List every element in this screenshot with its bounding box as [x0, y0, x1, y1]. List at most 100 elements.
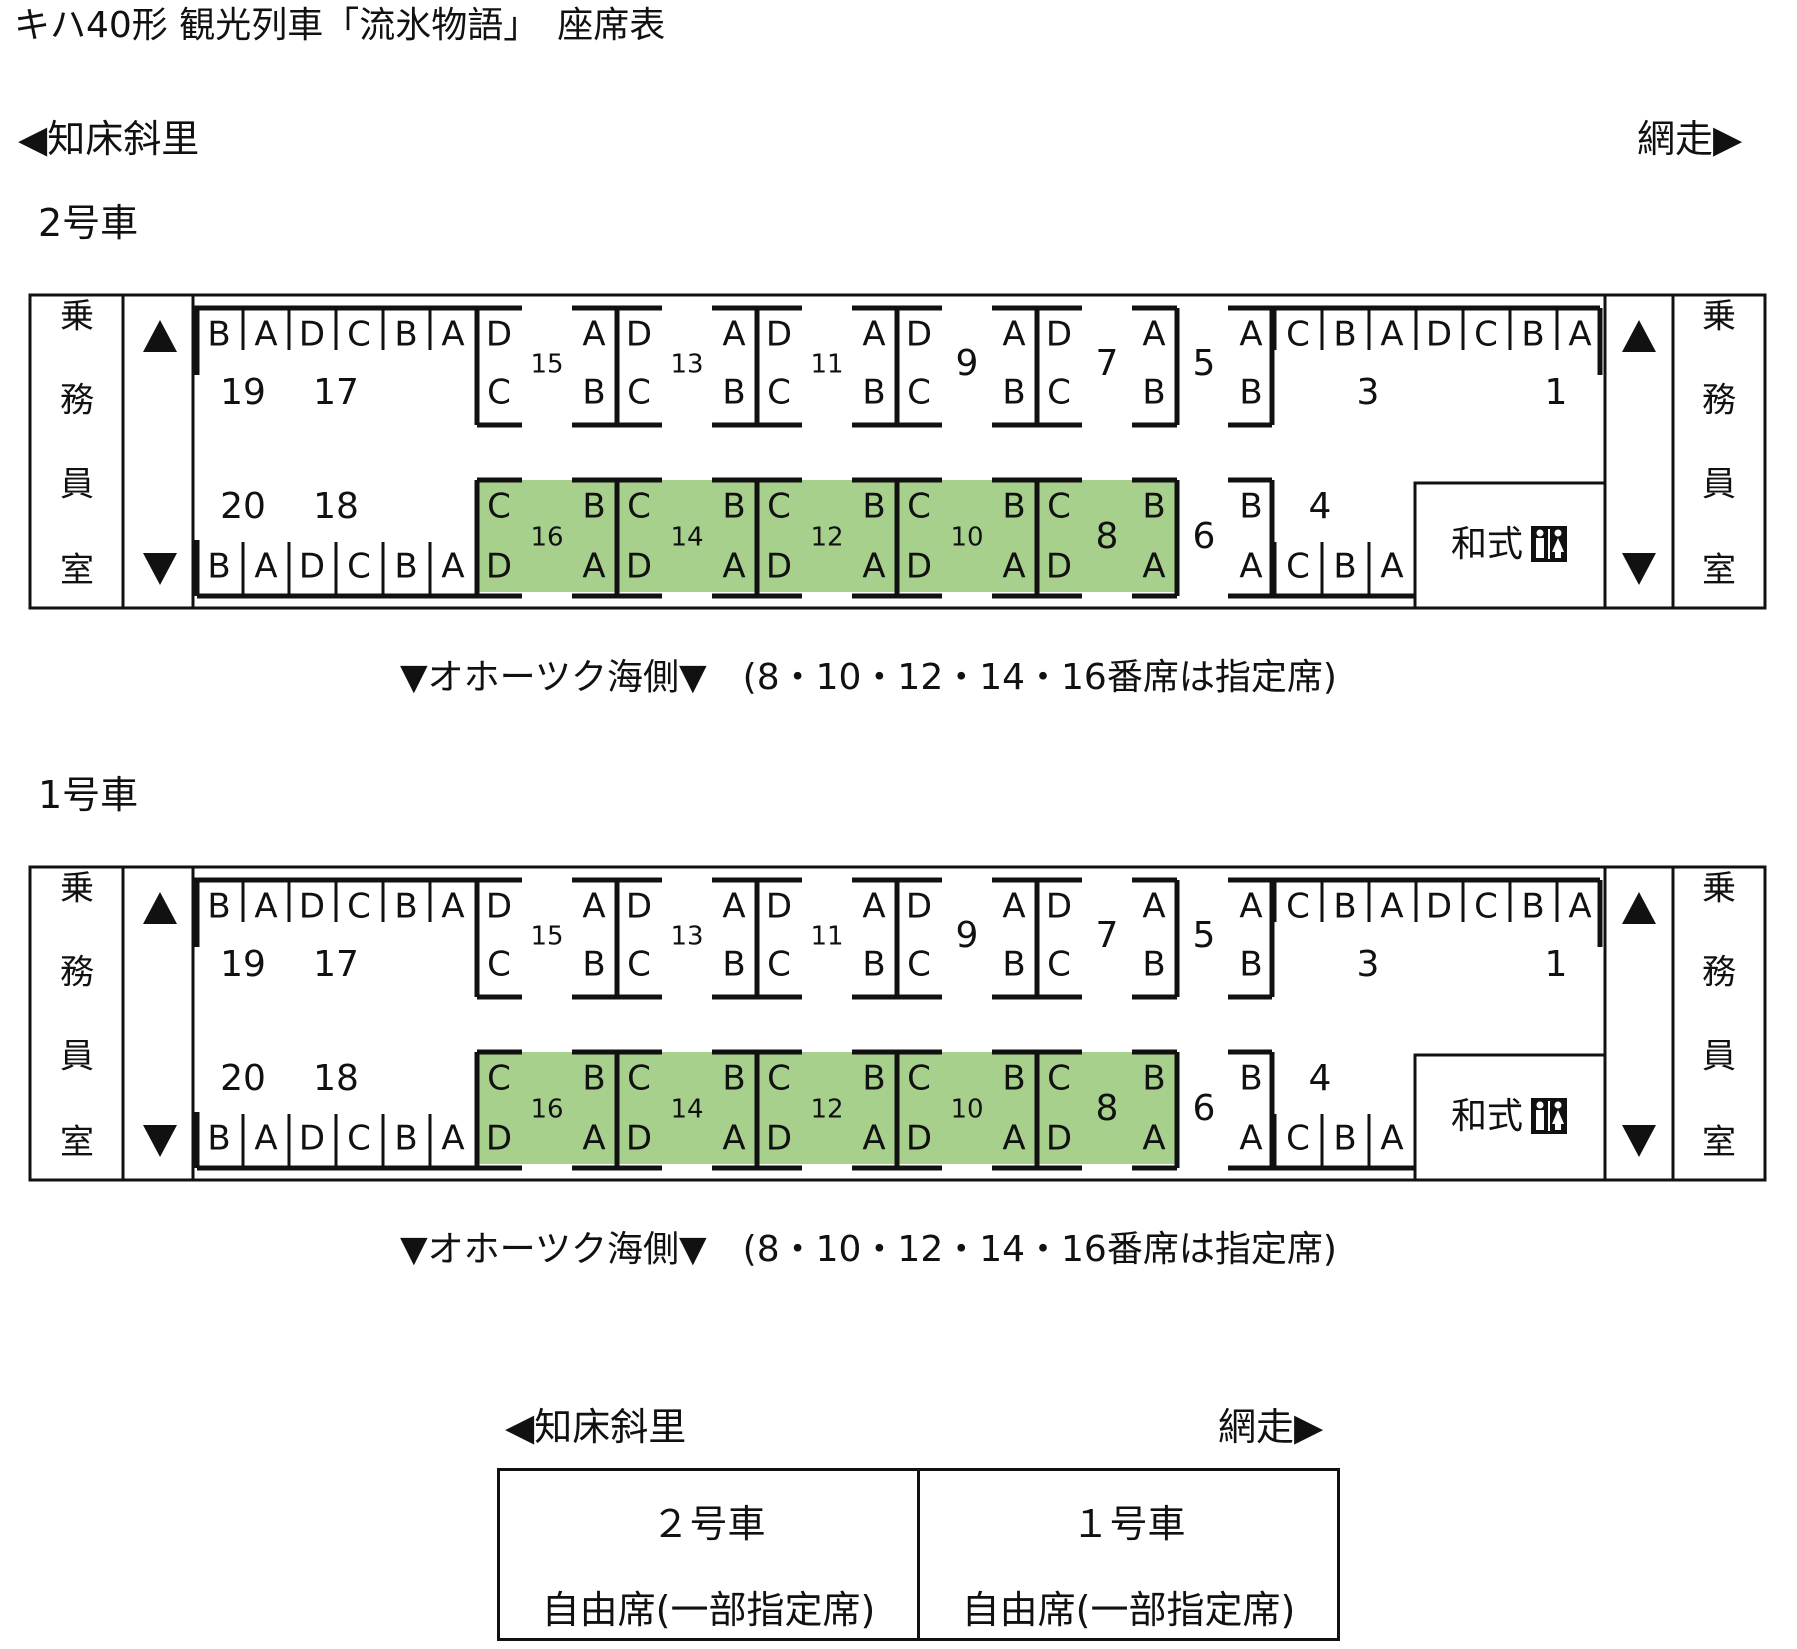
seat-letter: B	[1239, 945, 1262, 985]
seat-row-number: 12	[810, 523, 843, 553]
footer-direction-right: 網走▶	[1218, 1405, 1324, 1449]
seat-letter: B	[1333, 547, 1356, 587]
seat-letter: D	[1426, 315, 1452, 355]
car-1-caption: ▼オホーツク海側▼ (8・10・12・14・16番席は指定席)	[400, 1229, 1337, 1270]
seat-row-number: 8	[1096, 516, 1119, 557]
seat-row-number: 3	[1357, 372, 1380, 413]
seat-letter: A	[1380, 1119, 1403, 1159]
seat-letter: B	[394, 887, 417, 927]
seat-letter: D	[486, 315, 512, 355]
crew-room-label: 乗	[1702, 297, 1736, 337]
seat-letter: D	[299, 887, 325, 927]
door-up-arrow	[143, 320, 177, 352]
door-down-arrow	[143, 553, 177, 585]
seat-row-number: 16	[530, 1095, 563, 1125]
seat-letter: D	[906, 887, 932, 927]
seat-letter: B	[394, 1119, 417, 1159]
seat-letter: B	[1002, 487, 1025, 527]
seat-letter: B	[722, 373, 745, 413]
crew-room-label: 室	[1702, 1123, 1736, 1163]
seat-letter: B	[1333, 315, 1356, 355]
seat-row-number: 17	[313, 944, 359, 985]
seat-row-number: 17	[313, 372, 359, 413]
car-order-table: ２号車 自由席(一部指定席) １号車 自由席(一部指定席)	[497, 1468, 1340, 1641]
seat-letter: C	[1286, 1119, 1310, 1159]
crew-room-label: 務	[1702, 953, 1736, 993]
seat-letter: A	[1568, 315, 1591, 355]
seat-letter: D	[906, 1119, 932, 1159]
crew-room-label: 員	[60, 465, 94, 505]
seat-letter: C	[627, 373, 651, 413]
crew-room-label: 室	[60, 1123, 94, 1163]
crew-room-label: 員	[60, 1037, 94, 1077]
seat-letter: A	[1142, 1119, 1165, 1159]
seat-letter: A	[441, 887, 464, 927]
seat-row-number: 19	[220, 372, 266, 413]
crew-room-label: 務	[60, 953, 94, 993]
door-up-arrow	[1622, 892, 1656, 924]
seat-letter: B	[862, 945, 885, 985]
door-up-arrow	[1622, 320, 1656, 352]
seat-row-number: 19	[220, 944, 266, 985]
seat-letter: C	[627, 487, 651, 527]
seat-letter: C	[487, 1059, 511, 1099]
seat-letter: A	[1239, 547, 1262, 587]
seat-letter: A	[254, 547, 277, 587]
reserved-seat-area	[477, 480, 1178, 592]
door-up-arrow	[143, 892, 177, 924]
seat-letter: A	[722, 547, 745, 587]
seat-letter: B	[1333, 887, 1356, 927]
seat-letter: D	[906, 315, 932, 355]
seat-row-number: 10	[950, 523, 983, 553]
seat-row-number: 6	[1193, 1088, 1216, 1129]
seat-row-number: 15	[530, 922, 563, 952]
seat-letter: A	[1380, 887, 1403, 927]
seat-letter: B	[1142, 373, 1165, 413]
car-order-seat-type: 自由席(一部指定席)	[961, 1588, 1296, 1632]
seat-letter: A	[1002, 887, 1025, 927]
seat-letter: C	[347, 1119, 371, 1159]
page-title: キハ40形 観光列車「流氷物語」 座席表	[14, 5, 666, 46]
car-order-cell: ２号車 自由席(一部指定席)	[500, 1471, 917, 1638]
car-order-title: ２号車	[651, 1502, 766, 1546]
seat-row-number: 10	[950, 1095, 983, 1125]
toilet-room	[1413, 481, 1607, 610]
seat-row-number: 13	[670, 350, 703, 380]
direction-left: ◀知床斜里	[18, 117, 200, 161]
seat-letter: C	[1286, 315, 1310, 355]
seat-letter: A	[1142, 315, 1165, 355]
seat-letter: A	[722, 1119, 745, 1159]
restroom-icon-man-head	[1536, 529, 1544, 537]
seat-letter: B	[862, 373, 885, 413]
seat-letter: A	[862, 1119, 885, 1159]
seat-letter: A	[254, 887, 277, 927]
seat-letter: B	[1002, 1059, 1025, 1099]
seat-letter: A	[1239, 1119, 1262, 1159]
seat-letter: C	[907, 373, 931, 413]
seat-letter: A	[1380, 547, 1403, 587]
seat-row-number: 12	[810, 1095, 843, 1125]
seat-letter: D	[626, 887, 652, 927]
car-order-title: １号車	[1071, 1502, 1186, 1546]
seat-row-number: 1	[1545, 944, 1568, 985]
seat-letter: B	[582, 373, 605, 413]
seat-letter: A	[582, 1119, 605, 1159]
seat-letter: B	[207, 315, 230, 355]
door-down-arrow	[143, 1125, 177, 1157]
seat-row-number: 3	[1357, 944, 1380, 985]
seat-letter: C	[907, 1059, 931, 1099]
seat-letter: D	[626, 547, 652, 587]
seat-row-number: 5	[1193, 343, 1216, 384]
seat-letter: B	[722, 487, 745, 527]
seat-letter: C	[1286, 887, 1310, 927]
seat-letter: B	[862, 487, 885, 527]
seat-letter: C	[1047, 1059, 1071, 1099]
seat-letter: D	[766, 315, 792, 355]
door-down-arrow	[1622, 1125, 1656, 1157]
seat-letter: A	[862, 547, 885, 587]
seat-row-number: 20	[220, 486, 266, 527]
seat-letter: A	[722, 315, 745, 355]
seat-letter: A	[722, 887, 745, 927]
seat-letter: A	[1142, 887, 1165, 927]
